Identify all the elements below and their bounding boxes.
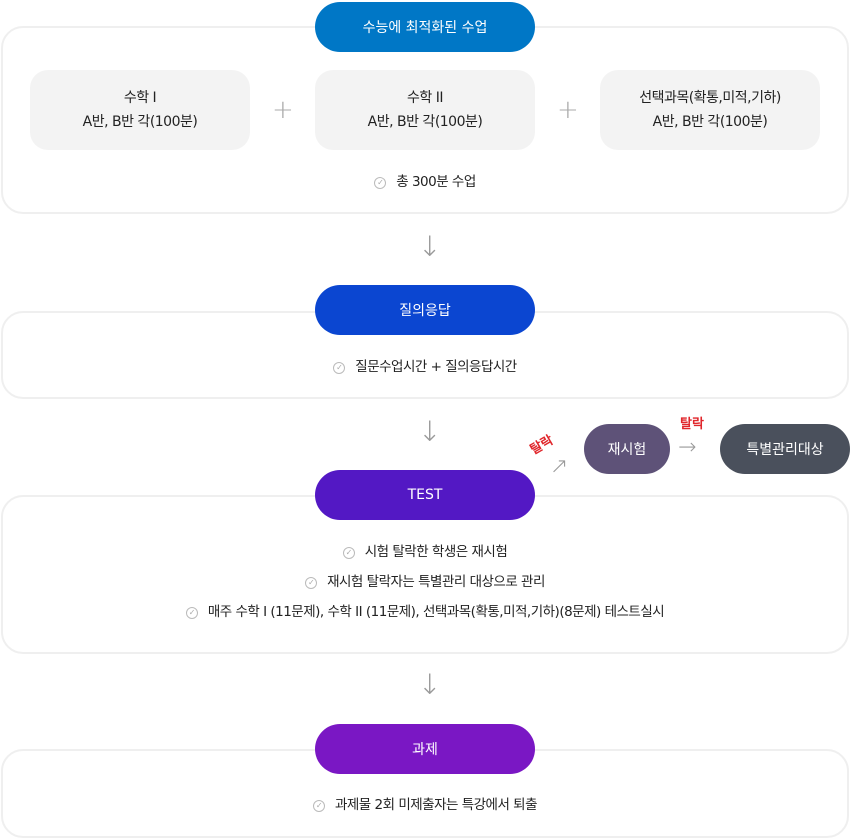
retest-node: 재시험 (584, 424, 670, 474)
arrow-down-icon: ↓ (418, 415, 442, 448)
check-icon: ✓ (312, 800, 325, 812)
plus-icon: + (272, 95, 294, 125)
check-text: 시험 탈락한 학생은 재시험 (364, 544, 508, 560)
card-math1: 수학 Ⅰ A반, B반 각(100분) (30, 70, 250, 150)
check-text: 매주 수학 Ⅰ (11문제), 수학 II (11문제), 선택과목(확통,미적… (207, 604, 665, 620)
card-elective: 선택과목(확통,미적,기하) A반, B반 각(100분) (600, 70, 820, 150)
check-icon: ✓ (305, 577, 318, 589)
arrow-right-icon: → (678, 435, 697, 460)
check-item: ✓ 질문수업시간 + 질의응답시간 (0, 358, 850, 376)
special-care-node: 특별관리대상 (720, 424, 850, 474)
arrow-down-icon: ↓ (418, 230, 442, 263)
check-text: 과제물 2회 미제출자는 특강에서 퇴출 (334, 797, 538, 813)
card-detail: A반, B반 각(100분) (82, 114, 198, 130)
card-detail: A반, B반 각(100분) (367, 114, 483, 130)
check-item: ✓ 총 300분 수업 (0, 173, 850, 191)
step2-title: 질의응답 (315, 285, 535, 335)
step1-title: 수능에 최적화된 수업 (315, 2, 535, 52)
check-text: 총 300분 수업 (396, 174, 476, 190)
step3-box (1, 495, 849, 654)
plus-icon: + (557, 95, 579, 125)
check-item: ✓ 과제물 2회 미제출자는 특강에서 퇴출 (0, 796, 850, 814)
check-text: 질문수업시간 + 질의응답시간 (355, 359, 517, 375)
card-detail: A반, B반 각(100분) (652, 114, 768, 130)
card-title: 선택과목(확통,미적,기하) (639, 90, 781, 106)
card-title: 수학 Ⅰ (123, 90, 157, 106)
card-math2: 수학 II A반, B반 각(100분) (315, 70, 535, 150)
check-text: 재시험 탈락자는 특별관리 대상으로 관리 (327, 574, 545, 590)
check-icon: ✓ (185, 607, 198, 619)
arrow-diag-icon: ↗ (550, 454, 569, 479)
step3-title: TEST (315, 470, 535, 520)
step4-title: 과제 (315, 724, 535, 774)
check-icon: ✓ (333, 362, 346, 374)
check-icon: ✓ (342, 547, 355, 559)
check-item: ✓ 매주 수학 Ⅰ (11문제), 수학 II (11문제), 선택과목(확통,미… (0, 603, 850, 621)
check-item: ✓ 시험 탈락한 학생은 재시험 (0, 543, 850, 561)
arrow-down-icon: ↓ (418, 668, 442, 701)
check-item: ✓ 재시험 탈락자는 특별관리 대상으로 관리 (0, 573, 850, 591)
check-icon: ✓ (374, 177, 387, 189)
drop-label: 탈락 (680, 417, 704, 432)
card-title: 수학 II (407, 90, 443, 106)
